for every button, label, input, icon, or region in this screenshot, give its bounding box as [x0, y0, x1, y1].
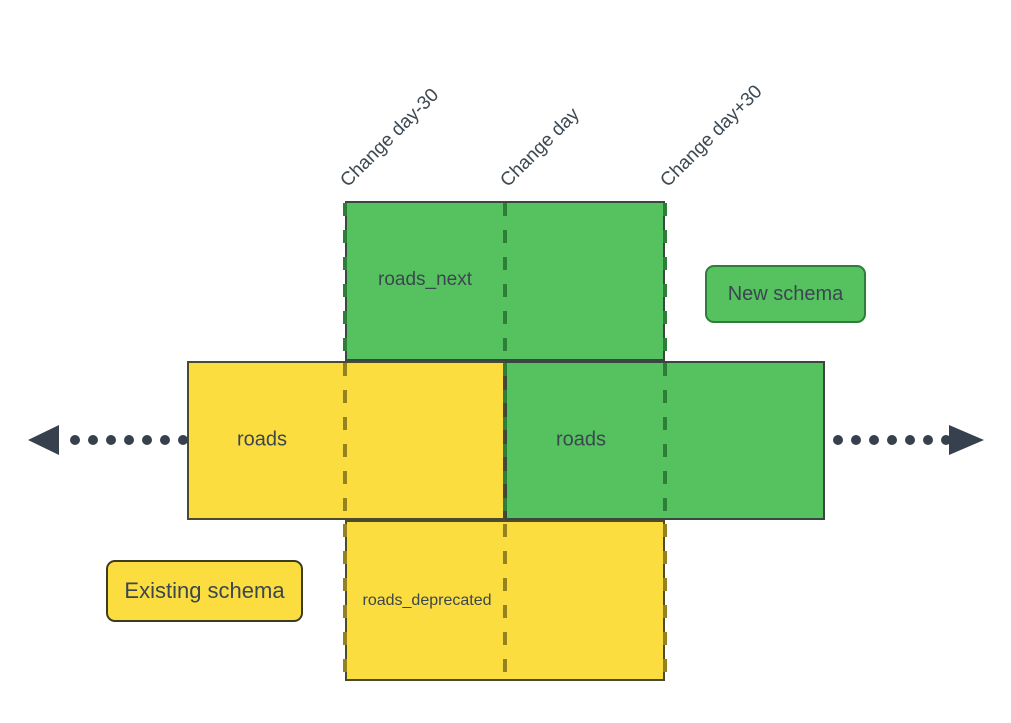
- dashed-line-day-minus-30: [343, 363, 347, 520]
- dot: [923, 435, 933, 445]
- dashed-line-day-plus-30: [663, 363, 667, 520]
- dashed-line-change-day: [503, 203, 507, 361]
- dot: [106, 435, 116, 445]
- timeline-label-change-day: Change day: [496, 103, 584, 192]
- dashed-line-change-day: [503, 363, 507, 520]
- dot: [905, 435, 915, 445]
- dot: [160, 435, 170, 445]
- label-roads-next: roads_next: [377, 269, 473, 290]
- dashed-line-day-plus-30: [663, 203, 667, 361]
- dashed-line-day-plus-30: [663, 524, 667, 679]
- dot: [833, 435, 843, 445]
- dashed-line-change-day: [503, 524, 507, 679]
- dashed-line-day-minus-30: [343, 524, 347, 679]
- dot: [178, 435, 188, 445]
- label-roads-deprecated: roads_deprecated: [362, 592, 492, 609]
- label-roads-new: roads: [555, 428, 607, 451]
- dot: [851, 435, 861, 445]
- dot: [124, 435, 134, 445]
- timeline-arrowhead-right-icon: [949, 425, 984, 455]
- legend-new-schema-label: New schema: [727, 282, 844, 305]
- dot: [869, 435, 879, 445]
- dot: [941, 435, 951, 445]
- legend-existing-schema: Existing schema: [106, 560, 303, 622]
- timeline-arrowhead-left-icon: [28, 425, 59, 455]
- dot: [70, 435, 80, 445]
- dashed-line-day-minus-30: [343, 203, 347, 361]
- dot: [88, 435, 98, 445]
- legend-new-schema: New schema: [705, 265, 866, 323]
- label-roads-existing: roads: [236, 428, 288, 451]
- timeline-label-change-day-minus-30: Change day-30: [336, 84, 444, 192]
- timeline-dotted-line-right: [833, 435, 951, 445]
- timeline-dotted-line-left: [70, 435, 188, 445]
- dot: [142, 435, 152, 445]
- timeline-label-change-day-plus-30: Change day+30: [656, 81, 767, 192]
- dot: [887, 435, 897, 445]
- legend-existing-schema-label: Existing schema: [124, 578, 285, 603]
